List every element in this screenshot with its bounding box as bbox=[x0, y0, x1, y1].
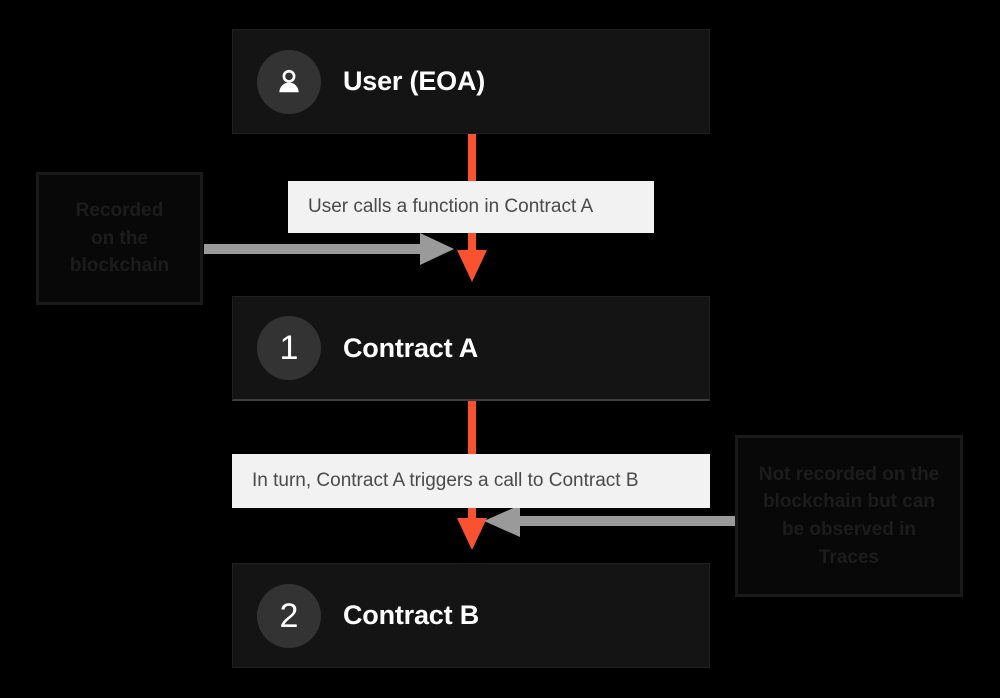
annotation-line: Recorded bbox=[75, 200, 164, 222]
node-title: Contract A bbox=[343, 332, 479, 363]
user-icon bbox=[257, 49, 321, 114]
edge-label-contract-a-triggers-contract-b: In turn, Contract A triggers a call to C… bbox=[232, 454, 710, 508]
edge-label-text: User calls a function in Contract A bbox=[308, 196, 594, 217]
arrow-annotation-recorded bbox=[204, 232, 454, 266]
annotation-line: Not recorded on the bbox=[758, 463, 940, 485]
annotation-line: on the bbox=[91, 227, 148, 249]
annotation-line: be observed in bbox=[781, 519, 917, 540]
node-title: User (EOA) bbox=[343, 66, 486, 96]
node-user-eoa[interactable]: User (EOA) bbox=[232, 29, 710, 134]
step-number-badge: 1 bbox=[257, 316, 321, 380]
edge-label-user-calls-contract-a: User calls a function in Contract A bbox=[288, 181, 654, 233]
annotation-not-recorded-on-blockchain: Not recorded on the blockchain but can b… bbox=[735, 435, 963, 597]
edge-label-text: In turn, Contract A triggers a call to C… bbox=[252, 470, 639, 491]
arrow-annotation-not-recorded bbox=[484, 504, 738, 538]
node-contract-a[interactable]: 1 Contract A bbox=[232, 296, 710, 401]
node-contract-b[interactable]: 2 Contract B bbox=[232, 563, 710, 668]
step-number-badge: 2 bbox=[257, 583, 321, 648]
annotation-line: blockchain but can bbox=[762, 491, 936, 513]
annotation-line: blockchain bbox=[69, 255, 170, 277]
annotation-recorded-on-blockchain: Recorded on the blockchain bbox=[36, 172, 203, 305]
annotation-line: Traces bbox=[818, 546, 880, 568]
node-title: Contract B bbox=[343, 600, 480, 630]
